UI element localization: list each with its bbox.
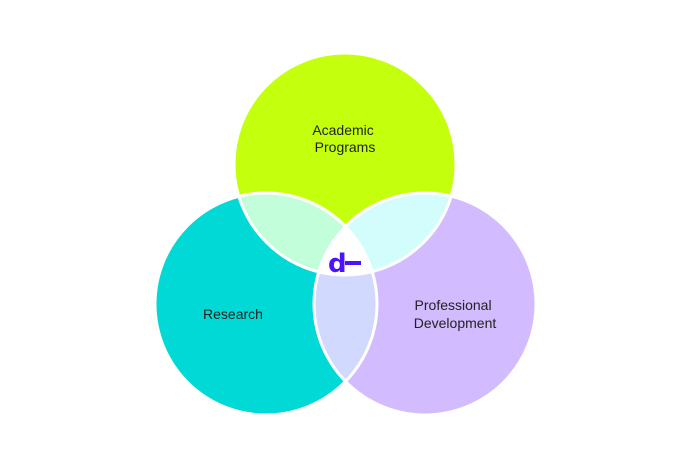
academic-professional-overlap xyxy=(314,193,456,275)
circle-outlines xyxy=(153,51,538,417)
research-label: Research xyxy=(203,306,263,322)
academic-programs-label: Academic Programs xyxy=(312,122,377,155)
brand-logo-icon: d xyxy=(328,249,361,279)
brand-logo-letter: d xyxy=(328,249,347,279)
professional-development-label: Professional Development xyxy=(414,297,497,331)
academic-research-overlap xyxy=(234,193,377,275)
brand-logo-dash xyxy=(345,261,361,265)
